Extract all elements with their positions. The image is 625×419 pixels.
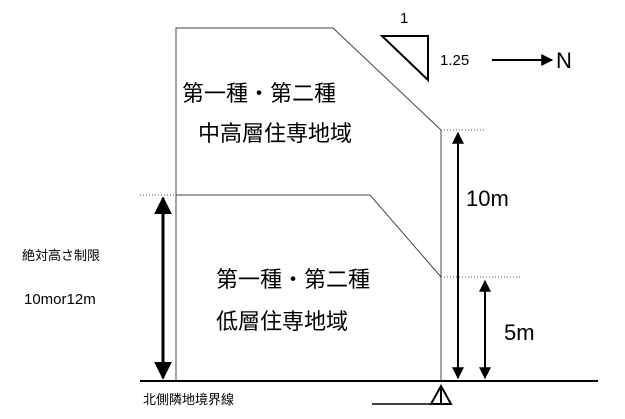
low-rise-envelope <box>176 194 442 278</box>
slope-triangle <box>379 35 429 83</box>
upper-zone-line2: 中高層住専地域 <box>198 122 353 147</box>
mid-high-rise-envelope <box>175 27 442 381</box>
absolute-height-label: 絶対高さ制限 <box>22 249 101 264</box>
boundary-label: 北側隣地境界線 <box>143 393 235 408</box>
upper-height-label: 10m <box>466 186 509 211</box>
lower-zone-line2: 低層住専地域 <box>216 310 349 335</box>
lower-zone-line1: 第一種・第二種 <box>216 268 371 293</box>
lower-height-label: 5m <box>504 320 535 345</box>
upper-zone-line1: 第一種・第二種 <box>182 82 337 107</box>
absolute-height-value: 10mor12m <box>24 291 96 308</box>
north-label: N <box>556 48 572 73</box>
slope-run-label: 1 <box>400 10 409 27</box>
slope-rise-label: 1.25 <box>440 52 470 69</box>
